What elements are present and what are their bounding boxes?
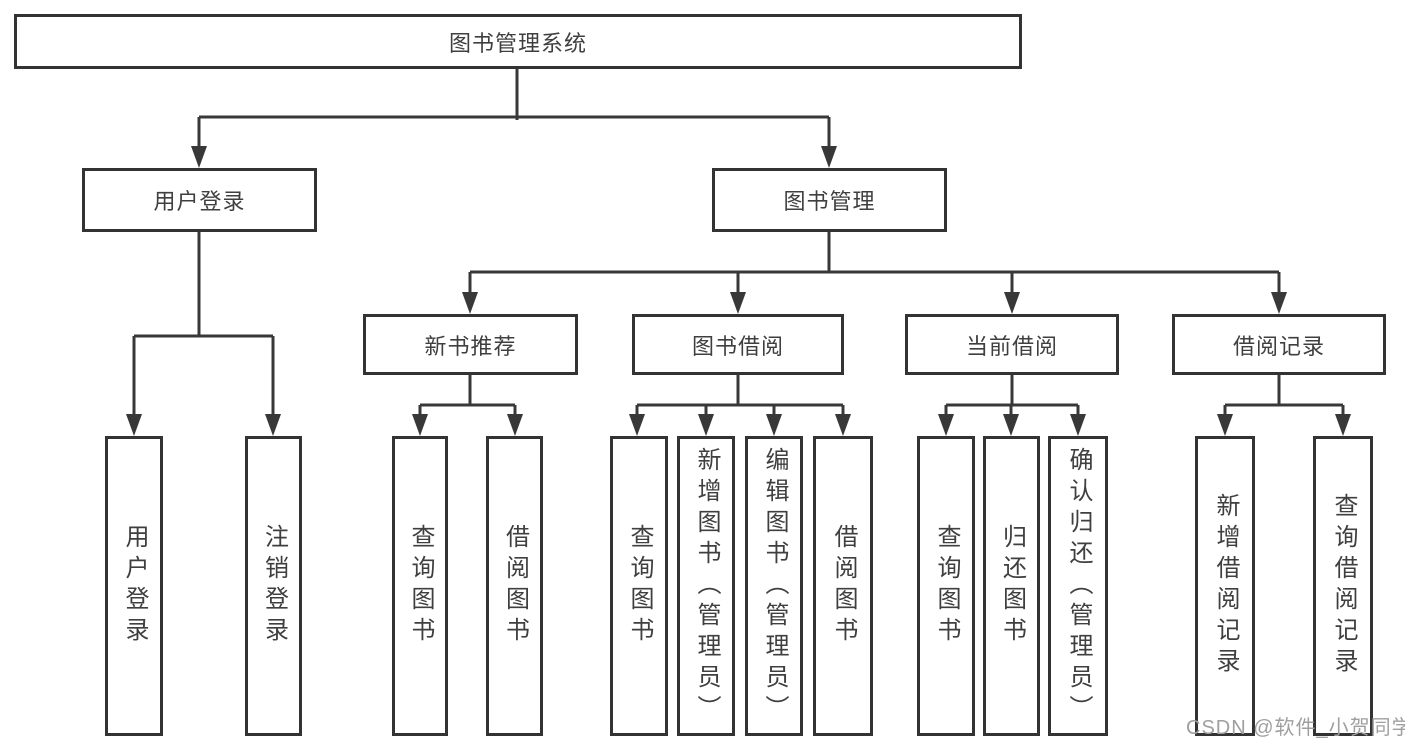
leaf-logout: 注销登录 bbox=[245, 436, 302, 736]
arrowhead bbox=[1217, 414, 1233, 436]
node-label: 图书管理系统 bbox=[448, 30, 587, 56]
arrowhead bbox=[191, 146, 207, 168]
node-label: 查询借阅记录 bbox=[1330, 493, 1357, 679]
arrowhead bbox=[462, 292, 478, 314]
node-label: 查询图书 bbox=[407, 524, 434, 648]
leaf-add-borrow-record: 新增借阅记录 bbox=[1195, 436, 1255, 736]
arrowhead bbox=[698, 414, 714, 436]
arrowhead bbox=[412, 414, 428, 436]
node-label: 新增借阅记录 bbox=[1212, 493, 1239, 679]
leaf-borrow-books-recommend: 借阅图书 bbox=[486, 436, 543, 736]
leaf-query-books-current: 查询图书 bbox=[917, 436, 975, 736]
arrowhead bbox=[821, 146, 837, 168]
arrowhead bbox=[1070, 414, 1086, 436]
node-library-system: 图书管理系统 bbox=[14, 14, 1022, 69]
node-label: 图书管理 bbox=[783, 189, 876, 214]
arrowhead bbox=[265, 414, 281, 436]
node-label: 借阅图书 bbox=[830, 524, 857, 648]
node-label: 当前借阅 bbox=[965, 333, 1058, 359]
leaf-return-book: 归还图书 bbox=[983, 436, 1040, 736]
node-label: 用户登录 bbox=[153, 189, 246, 214]
leaf-edit-book-admin: 编辑图书（管理员） bbox=[745, 436, 803, 736]
leaf-user-login: 用户登录 bbox=[105, 436, 163, 736]
node-label: 新书推荐 bbox=[424, 333, 517, 359]
leaf-confirm-return-admin: 确认归还（管理员） bbox=[1048, 436, 1108, 736]
node-current-borrowing: 当前借阅 bbox=[905, 314, 1119, 375]
arrowhead bbox=[1003, 414, 1019, 436]
leaf-query-borrow-record: 查询借阅记录 bbox=[1313, 436, 1373, 736]
node-label: 借阅记录 bbox=[1232, 333, 1325, 359]
node-label: 编辑图书（管理员） bbox=[761, 446, 788, 726]
leaf-query-books-recommend: 查询图书 bbox=[392, 436, 448, 736]
arrowhead bbox=[126, 414, 142, 436]
arrowhead bbox=[1271, 292, 1287, 314]
node-label: 查询图书 bbox=[626, 524, 653, 648]
leaf-query-books-borrowing: 查询图书 bbox=[610, 436, 668, 736]
node-user-login: 用户登录 bbox=[82, 168, 317, 232]
node-label: 确认归还（管理员） bbox=[1065, 446, 1092, 726]
node-label: 图书借阅 bbox=[691, 333, 784, 359]
node-new-book-recommend: 新书推荐 bbox=[363, 314, 578, 375]
csdn-watermark: CSDN @软件_小贺同学 bbox=[1186, 717, 1405, 739]
arrowhead bbox=[766, 414, 782, 436]
arrowhead bbox=[1335, 414, 1351, 436]
node-label: 新增图书（管理员） bbox=[693, 446, 720, 726]
arrowhead bbox=[507, 414, 523, 436]
arrowhead bbox=[938, 414, 954, 436]
node-book-management: 图书管理 bbox=[712, 168, 947, 232]
arrowhead bbox=[629, 414, 645, 436]
leaf-borrow-books-borrowing: 借阅图书 bbox=[813, 436, 873, 736]
arrowhead bbox=[1004, 292, 1020, 314]
leaf-add-book-admin: 新增图书（管理员） bbox=[677, 436, 735, 736]
node-label: 归还图书 bbox=[998, 524, 1026, 648]
node-borrow-records: 借阅记录 bbox=[1172, 314, 1386, 375]
node-label: 借阅图书 bbox=[501, 524, 529, 648]
node-label: 查询图书 bbox=[933, 524, 960, 648]
arrowhead bbox=[730, 292, 746, 314]
node-label: 用户登录 bbox=[121, 524, 148, 648]
node-book-borrowing: 图书借阅 bbox=[632, 314, 844, 375]
arrowhead bbox=[835, 414, 851, 436]
node-label: 注销登录 bbox=[260, 524, 288, 648]
